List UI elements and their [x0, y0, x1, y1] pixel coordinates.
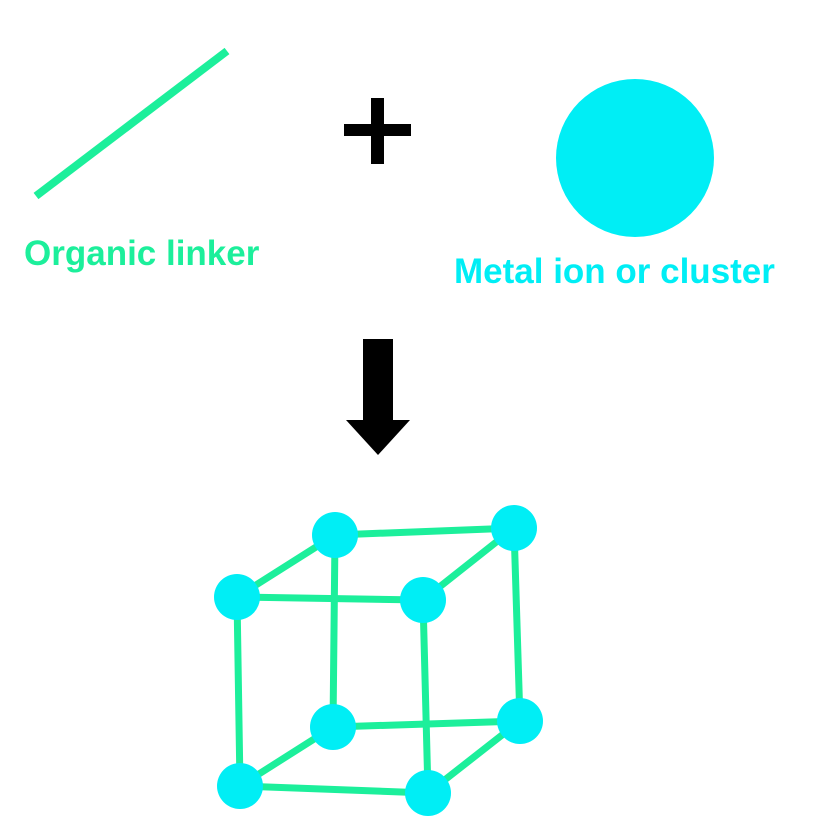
- metal-node: [556, 79, 714, 237]
- cube-edge: [233, 593, 244, 790]
- metal-cluster-label: Metal ion or cluster: [454, 252, 775, 291]
- cube-node: [491, 505, 537, 551]
- cube-node: [400, 577, 446, 623]
- cube-node: [310, 704, 356, 750]
- down-arrow-icon: [346, 339, 410, 455]
- cube-edge: [331, 524, 518, 539]
- cube-node: [405, 770, 451, 816]
- plus-icon: [344, 98, 411, 164]
- cube-edge: [233, 593, 427, 604]
- framework-nodes: [214, 505, 543, 816]
- cube-node: [497, 698, 543, 744]
- organic-linker-label: Organic linker: [24, 234, 260, 273]
- cube-node: [214, 574, 260, 620]
- cube-node: [217, 763, 263, 809]
- cube-edge: [419, 596, 432, 797]
- cube-node: [312, 512, 358, 558]
- organic-linker-rod: [33, 47, 230, 200]
- cube-edge: [236, 782, 432, 797]
- cube-edge: [510, 524, 524, 725]
- cube-edge: [329, 531, 339, 731]
- framework-edges: [233, 524, 524, 797]
